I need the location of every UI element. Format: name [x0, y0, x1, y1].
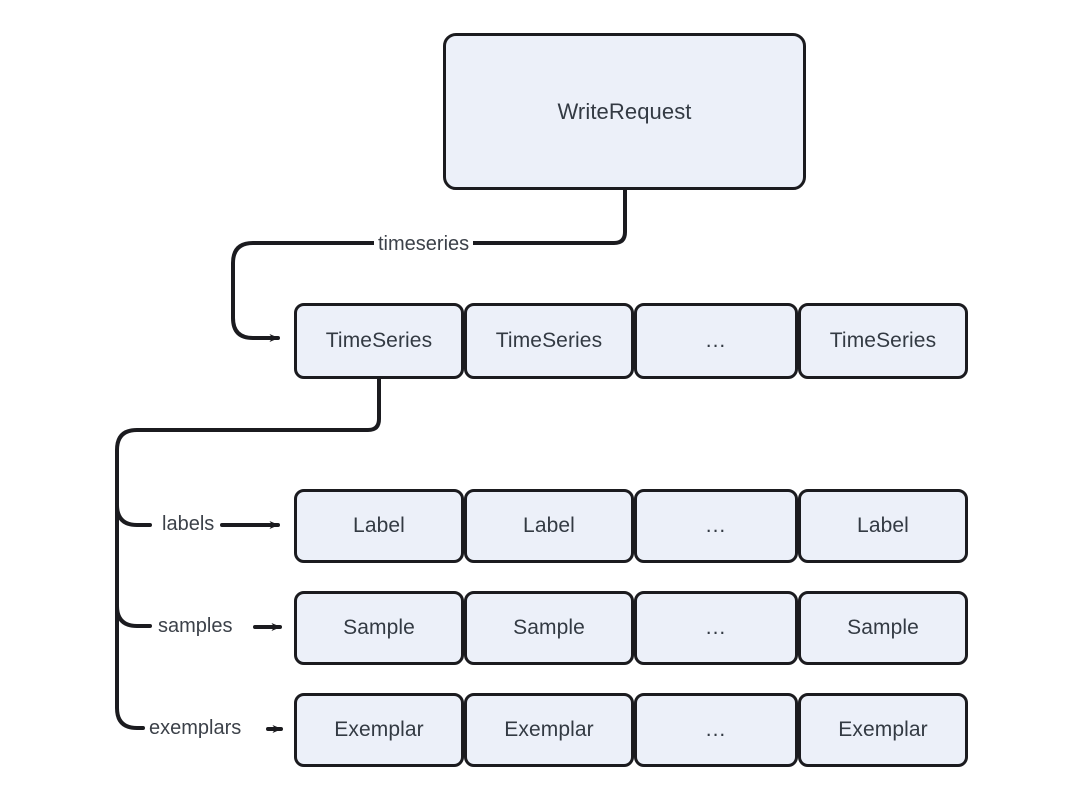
node-timeseries-1-label: TimeSeries — [325, 329, 433, 352]
node-timeseries-2-label: TimeSeries — [495, 329, 603, 352]
node-exemplar-1-label: Exemplar — [334, 718, 424, 741]
node-label-1[interactable]: Label — [294, 489, 464, 563]
node-label-2[interactable]: Label — [464, 489, 634, 563]
node-writerequest[interactable]: WriteRequest — [443, 33, 806, 190]
node-timeseries-ellipsis[interactable]: ... — [634, 303, 798, 379]
node-label-last[interactable]: Label — [798, 489, 968, 563]
edge-branch-samples — [115, 604, 152, 628]
node-exemplar-ellipsis[interactable]: ... — [634, 693, 798, 767]
node-sample-last-label: Sample — [847, 616, 919, 639]
node-label-ellipsis[interactable]: ... — [634, 489, 798, 563]
edge-label-exemplars: exemplars — [145, 718, 246, 738]
node-writerequest-label: WriteRequest — [557, 98, 692, 124]
edge-branch-labels — [115, 503, 152, 527]
node-label-2-label: Label — [523, 514, 575, 537]
node-exemplar-2-label: Exemplar — [504, 718, 594, 741]
node-timeseries-2[interactable]: TimeSeries — [464, 303, 634, 379]
node-sample-ellipsis-label: ... — [705, 616, 727, 639]
node-timeseries-1[interactable]: TimeSeries — [294, 303, 464, 379]
node-exemplar-last-label: Exemplar — [838, 718, 928, 741]
node-label-ellipsis-label: ... — [705, 514, 727, 537]
node-sample-2-label: Sample — [513, 616, 585, 639]
node-sample-last[interactable]: Sample — [798, 591, 968, 665]
node-timeseries-ellipsis-label: ... — [705, 329, 727, 352]
node-timeseries-last[interactable]: TimeSeries — [798, 303, 968, 379]
node-sample-2[interactable]: Sample — [464, 591, 634, 665]
node-exemplar-2[interactable]: Exemplar — [464, 693, 634, 767]
node-label-last-label: Label — [857, 514, 909, 537]
node-exemplar-ellipsis-label: ... — [705, 718, 727, 741]
node-label-1-label: Label — [353, 514, 405, 537]
edge-label-samples: samples — [154, 616, 237, 636]
node-exemplar-1[interactable]: Exemplar — [294, 693, 464, 767]
node-sample-1[interactable]: Sample — [294, 591, 464, 665]
node-exemplar-last[interactable]: Exemplar — [798, 693, 968, 767]
node-sample-ellipsis[interactable]: ... — [634, 591, 798, 665]
edge-label-timeseries: timeseries — [374, 234, 474, 254]
node-sample-1-label: Sample — [343, 616, 415, 639]
node-timeseries-last-label: TimeSeries — [829, 329, 937, 352]
edge-label-labels: labels — [158, 514, 219, 534]
